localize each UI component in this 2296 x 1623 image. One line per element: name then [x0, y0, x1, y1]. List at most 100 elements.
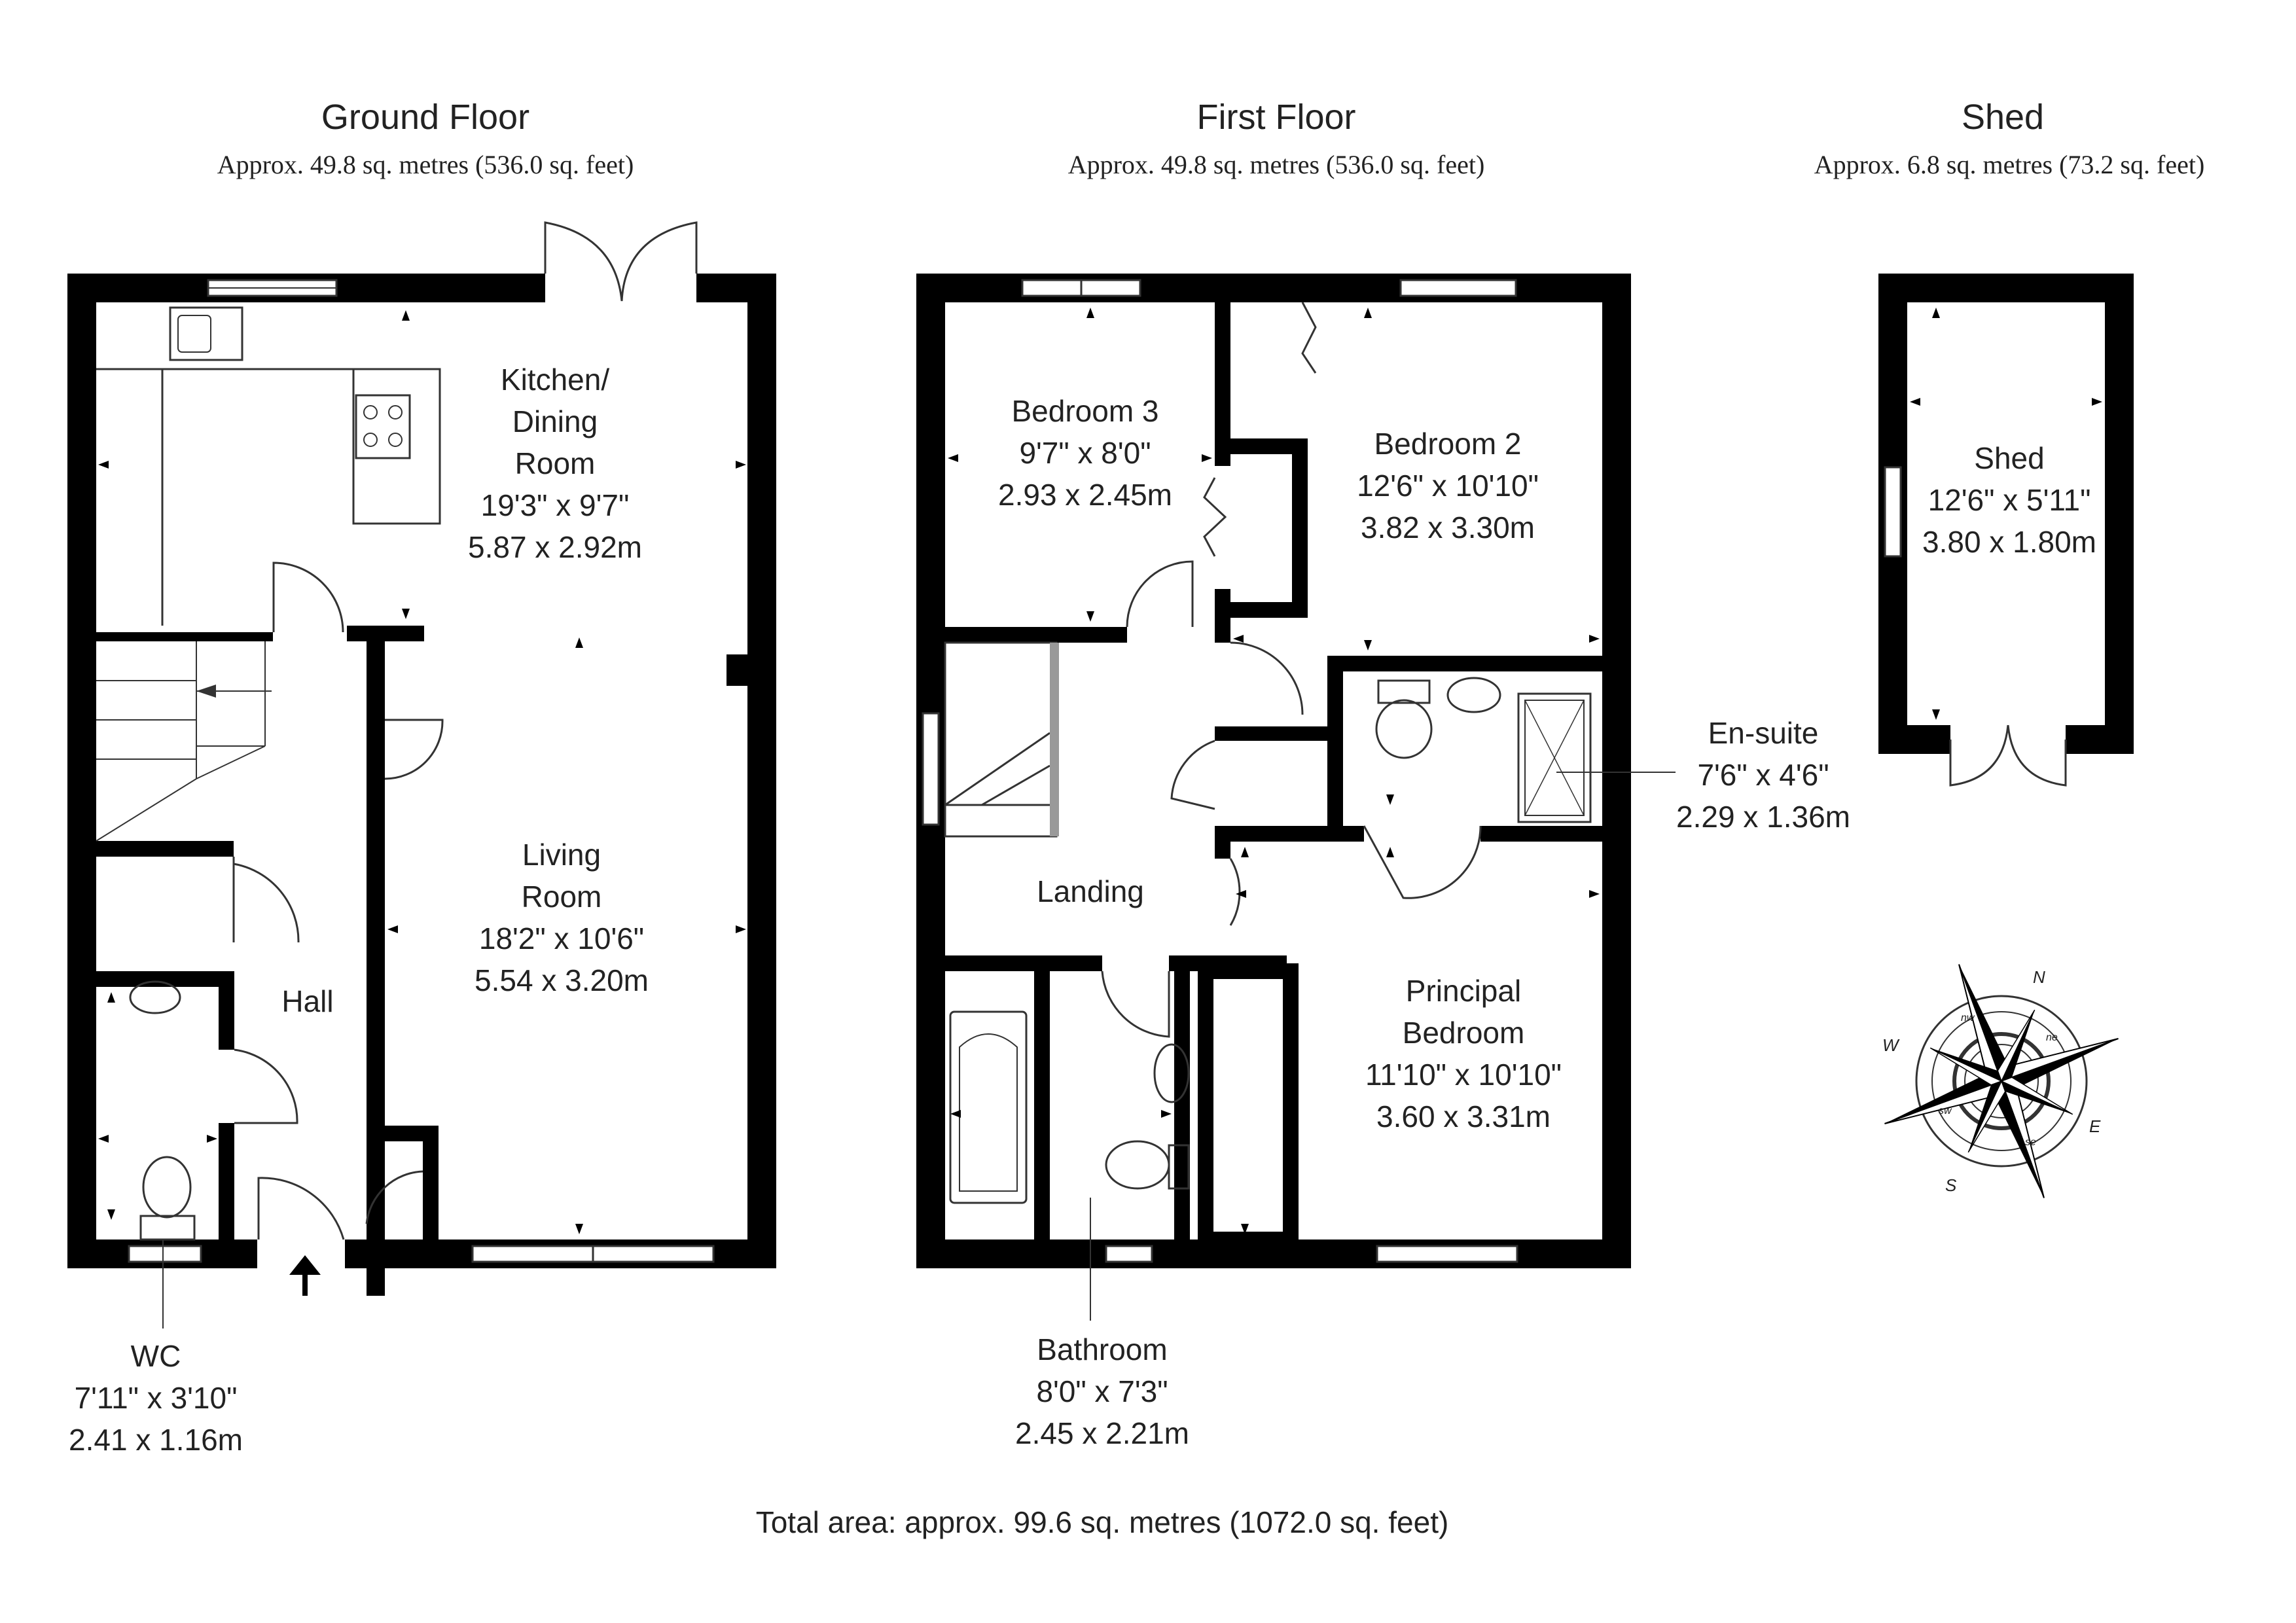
ground-floor-area: Approx. 49.8 sq. metres (536.0 sq. feet) — [217, 150, 634, 179]
compass-w: W — [1882, 1035, 1900, 1055]
bathroom-basin-icon — [1153, 1043, 1190, 1103]
compass-ne: ne — [2046, 1032, 2058, 1043]
kitchen-imperial: 19'3" x 9'7" — [481, 488, 630, 522]
shed-double-doors — [1949, 724, 2067, 787]
compass-nw: nw — [1961, 1012, 1975, 1024]
kitchen-name-line1: Kitchen/ — [501, 363, 609, 397]
shed-dimension-markers — [1910, 308, 2102, 720]
ensuite-basin-icon — [1446, 677, 1501, 713]
ensuite-imperial: 7'6" x 4'6" — [1697, 758, 1829, 792]
shed-imperial: 12'6" x 5'11" — [1928, 483, 2091, 517]
ff-bedroom2-door — [1230, 641, 1304, 715]
gf-chimney — [726, 654, 747, 686]
first-floor-area: Approx. 49.8 sq. metres (536.0 sq. feet) — [1067, 150, 1485, 179]
gf-french-doors — [544, 221, 698, 302]
gf-wall-wc-top — [96, 971, 234, 987]
compass-e: E — [2089, 1116, 2101, 1136]
kitchen-name-line3: Room — [515, 446, 596, 480]
ff-wall-bath-left — [1034, 971, 1050, 1240]
gf-wc-window — [128, 1245, 202, 1263]
bedroom3-metric: 2.93 x 2.45m — [998, 478, 1172, 512]
wc-basin-icon — [129, 980, 181, 1014]
ff-bedroom3-door — [1126, 560, 1194, 628]
bedroom3-name: Bedroom 3 — [1011, 394, 1158, 428]
gf-cupboard-door — [232, 857, 300, 943]
kitchen-name-line2: Dining — [512, 404, 598, 438]
ff-bedroom2-cupboard-door — [1301, 302, 1317, 374]
wc-toilet-icon — [142, 1156, 192, 1219]
compass-rose-icon: N S E W nw ne sw se — [1882, 964, 2119, 1198]
ff-wall-ensuite-top — [1327, 656, 1602, 671]
ground-floor-plan: Kitchen/ Dining Room 19'3" x 9'7" 5.87 x… — [67, 221, 776, 1457]
ground-floor-title: Ground Floor — [321, 98, 530, 137]
ff-wall-bath-top — [945, 955, 1102, 971]
compass-s: S — [1945, 1175, 1957, 1195]
ensuite-metric: 2.29 x 1.36m — [1676, 800, 1850, 834]
compass-n: N — [2033, 967, 2045, 987]
gf-wall-kitchen-hall — [347, 626, 424, 641]
gf-wc-door — [234, 1048, 298, 1124]
shed-wall-top — [1878, 274, 2134, 302]
gf-front-door — [257, 1177, 345, 1240]
bedroom2-metric: 3.82 x 3.30m — [1361, 510, 1535, 544]
principal-metric: 3.60 x 3.31m — [1376, 1099, 1551, 1133]
ensuite-toilet-icon — [1375, 699, 1433, 759]
shed-wall-bottom-left — [1878, 725, 1950, 754]
principal-imperial: 11'10" x 10'10" — [1365, 1058, 1562, 1092]
gf-living-door — [384, 719, 444, 780]
ff-wall-bed3-right — [1215, 302, 1230, 466]
ff-wall-ensuite-bottom — [1215, 826, 1364, 842]
bath-icon — [949, 1010, 1028, 1204]
hob-icon — [355, 394, 411, 459]
bedroom2-imperial: 12'6" x 10'10" — [1357, 469, 1539, 503]
bathroom-metric: 2.45 x 2.21m — [1015, 1416, 1189, 1450]
hall-label: Hall — [281, 984, 333, 1018]
ff-bathroom-door — [1101, 971, 1170, 1038]
ff-principal-door — [1229, 858, 1241, 926]
gf-wall-left — [67, 274, 96, 1268]
gf-cupboard-door-2 — [365, 1170, 423, 1224]
ff-wall-ensuite-left — [1327, 656, 1343, 826]
ff-airing-cupboard — [1215, 726, 1327, 741]
ff-bathroom-window — [1105, 1245, 1153, 1263]
shed-wall-bottom-right — [2066, 725, 2134, 754]
living-name-line2: Room — [522, 880, 602, 914]
ff-landing-window — [922, 712, 940, 826]
ensuite-name: En-suite — [1708, 716, 1819, 750]
gf-wall-cupboard — [96, 841, 234, 857]
shed-plan: Shed 12'6" x 5'11" 3.80 x 1.80m — [1878, 274, 2134, 787]
ff-wall-right — [1602, 274, 1631, 1268]
gf-wall-wc-right — [219, 971, 234, 1050]
shed-window — [1884, 466, 1902, 558]
principal-name-line2: Bedroom — [1403, 1016, 1525, 1050]
gf-wall-stairs-top — [96, 632, 273, 641]
bathroom-toilet-icon — [1105, 1140, 1170, 1190]
bathroom-name: Bathroom — [1037, 1332, 1167, 1366]
compass-se: se — [2025, 1137, 2036, 1148]
gf-kitchen-counter — [96, 368, 441, 525]
shed-room-name: Shed — [1974, 441, 2044, 475]
shed-area: Approx. 6.8 sq. metres (73.2 sq. feet) — [1814, 150, 2205, 179]
living-metric: 5.54 x 3.20m — [475, 963, 649, 997]
ff-principal-window — [1376, 1245, 1518, 1263]
wc-name: WC — [131, 1339, 181, 1373]
shed-wall-right — [2105, 274, 2134, 754]
ff-bedroom2-window — [1399, 279, 1517, 297]
entrance-arrow-icon — [289, 1255, 321, 1296]
kitchen-metric: 5.87 x 2.92m — [468, 530, 642, 564]
bedroom3-imperial: 9'7" x 8'0" — [1019, 436, 1151, 470]
shed-title: Shed — [1961, 98, 2045, 137]
wc-metric: 2.41 x 1.16m — [69, 1423, 243, 1457]
ff-bedroom3-cupboard-door — [1203, 477, 1227, 557]
ff-dimension-markers — [948, 308, 1600, 1234]
landing-label: Landing — [1037, 874, 1144, 908]
gf-dimension-markers — [98, 310, 746, 1234]
shower-tray-icon — [1517, 692, 1592, 823]
wc-imperial: 7'11" x 3'10" — [75, 1381, 238, 1415]
living-imperial: 18'2" x 10'6" — [479, 921, 644, 955]
total-area: Total area: approx. 99.6 sq. metres (107… — [756, 1505, 1449, 1539]
ff-stairs — [944, 641, 1058, 838]
shed-metric: 3.80 x 1.80m — [1922, 525, 2096, 559]
